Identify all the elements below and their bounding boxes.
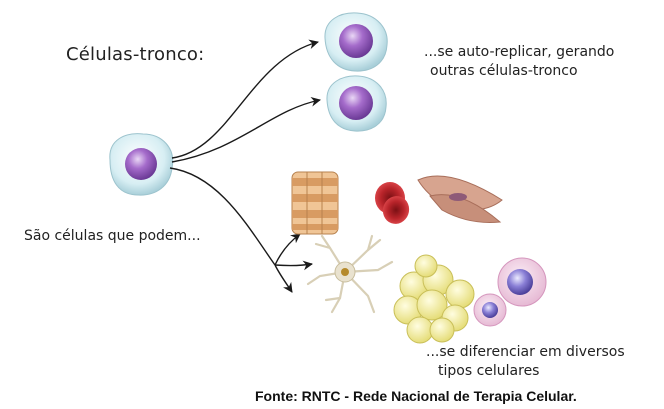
arrow-to-neuron-down — [274, 264, 293, 293]
self-renew-note: ...se auto-replicar, gerando outras célu… — [424, 43, 614, 81]
stem-cell — [109, 133, 174, 196]
diagram-title: Células-tronco: — [66, 44, 205, 65]
self-renew-line-2: outras células-tronco — [430, 63, 578, 79]
differentiate-line-2: tipos celulares — [438, 363, 540, 379]
arrow-to-daughter-1 — [171, 39, 319, 159]
arrow-to-daughter-2 — [171, 96, 321, 163]
muscle-tissue — [291, 171, 339, 235]
differentiate-note: ...se diferenciar em diversos tipos celu… — [426, 343, 625, 381]
fat-cells — [393, 254, 475, 344]
arrow-to-muscle — [274, 233, 301, 266]
white-blood-cell-small — [473, 293, 507, 327]
neuron — [306, 234, 394, 314]
red-blood-cells — [375, 182, 410, 224]
arrow-branch-main — [169, 167, 276, 266]
source-caption: Fonte: RNTC - Rede Nacional de Terapia C… — [255, 388, 577, 404]
differentiate-line-1: ...se diferenciar em diversos — [426, 344, 625, 360]
arrow-to-neuron-right — [274, 260, 313, 271]
fibroblast-cells — [417, 175, 503, 223]
lead-text: São células que podem... — [24, 228, 201, 244]
self-renew-line-1: ...se auto-replicar, gerando — [424, 44, 615, 60]
arrows — [169, 39, 321, 293]
daughter-stem-cell-2 — [326, 75, 387, 132]
daughter-stem-cell-1 — [324, 12, 388, 72]
white-blood-cell-large — [497, 257, 547, 307]
